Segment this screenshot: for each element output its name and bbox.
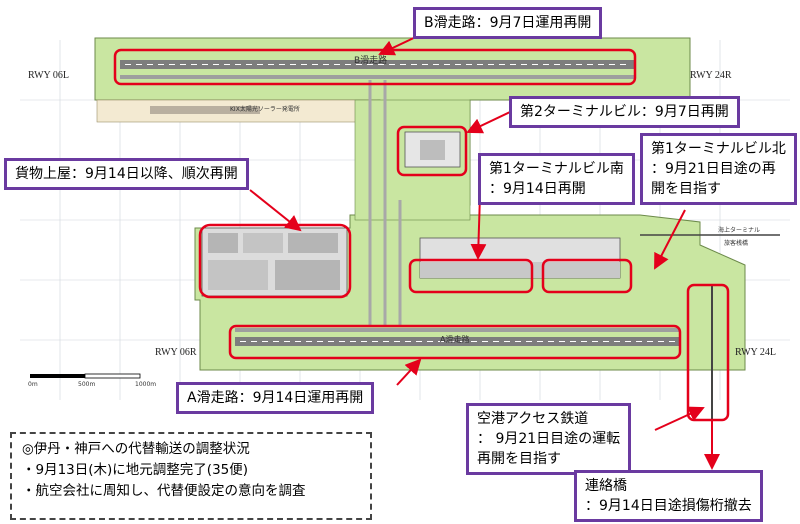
scale-bar — [30, 373, 141, 379]
a-runway-strip — [235, 337, 680, 346]
callout-t1-south: 第1ターミナルビル南 ：9月14日再開 — [478, 153, 635, 205]
rwy-06l-label: RWY 06L — [28, 70, 70, 81]
b-runway-strip — [120, 60, 635, 69]
callout-t1-south-line2: ：9月14日再開 — [489, 181, 586, 197]
callout-cargo-text: 貨物上屋：9月14日以降、順次再開 — [15, 166, 238, 182]
highlight-t1-south — [408, 258, 534, 294]
callout-rail-line2: ： 9月21日目途の運転 — [477, 431, 621, 447]
sea-terminal-sub-label: 旅客桟橋 — [724, 240, 749, 247]
note-line-3: ・航空会社に周知し、代替便設定の意向を調査 — [22, 483, 306, 499]
callout-t1-north-line3: 開を目指す — [651, 181, 721, 197]
alternative-transport-note: ◎伊丹・神戸への代替輸送の調整状況 ・9月13日(木)に地元調整完了(35便) … — [10, 432, 372, 520]
callout-bridge: 連絡橋 ：9月14日目途損傷桁撤去 — [574, 470, 763, 522]
scale-0-label: 0m — [28, 381, 38, 388]
b-taxiway — [120, 75, 635, 79]
callout-b-runway-text: B滑走路：9月7日運用再開 — [424, 15, 592, 31]
callout-a-runway-text: A滑走路：9月14日運用再開 — [187, 390, 364, 406]
callout-a-runway: A滑走路：9月14日運用再開 — [176, 382, 375, 414]
highlight-a-runway — [228, 324, 682, 360]
highlight-t2 — [396, 125, 468, 177]
callout-rail-line1: 空港アクセス鉄道 — [477, 411, 589, 427]
callout-t1-north-line1: 第1ターミナルビル北 — [651, 141, 786, 157]
a-taxiway — [235, 328, 680, 332]
scale-500-label: 500m — [78, 381, 96, 388]
note-line-1: ◎伊丹・神戸への代替輸送の調整状況 — [22, 441, 250, 457]
callout-bridge-line2: ：9月14日目途損傷桁撤去 — [585, 498, 752, 514]
highlight-boxes — [113, 48, 730, 422]
callout-t1-north-line2: ：9月21日目途の再 — [651, 161, 776, 177]
connecting-taxiways — [368, 80, 402, 325]
rwy-24l-label: RWY 24L — [735, 347, 777, 358]
highlight-rail — [686, 283, 730, 422]
rwy-06r-label: RWY 06R — [155, 347, 197, 358]
callout-rail: 空港アクセス鉄道 ： 9月21日目途の運転 再開を目指す — [466, 403, 632, 475]
callout-rail-line3: 再開を目指す — [477, 451, 561, 467]
note-line-2: ・9月13日(木)に地元調整完了(35便) — [22, 462, 249, 478]
callout-t2: 第2ターミナルビル：9月7日再開 — [509, 96, 740, 128]
solar-label: KIX太陽光ソーラー発電所 — [230, 106, 300, 113]
callout-b-runway: B滑走路：9月7日運用再開 — [413, 7, 603, 39]
callout-arrows — [249, 34, 720, 470]
b-runway-name: B滑走路 — [354, 56, 388, 66]
highlight-cargo — [198, 223, 352, 299]
a-runway-name: A滑走路 — [440, 335, 470, 344]
callout-cargo: 貨物上屋：9月14日以降、順次再開 — [4, 158, 249, 190]
scale-1000-label: 1000m — [135, 381, 157, 388]
sea-terminal-label: 海上ターミナル — [718, 227, 761, 234]
highlight-b-runway — [113, 48, 637, 86]
callout-t1-south-line1: 第1ターミナルビル南 — [489, 161, 624, 177]
callout-t1-north: 第1ターミナルビル北 ：9月21日目途の再 開を目指す — [640, 133, 797, 205]
rwy-24r-label: RWY 24R — [690, 70, 732, 81]
callout-bridge-line1: 連絡橋 — [585, 478, 627, 494]
highlight-t1-north — [541, 258, 633, 294]
callout-t2-text: 第2ターミナルビル：9月7日再開 — [520, 104, 729, 120]
